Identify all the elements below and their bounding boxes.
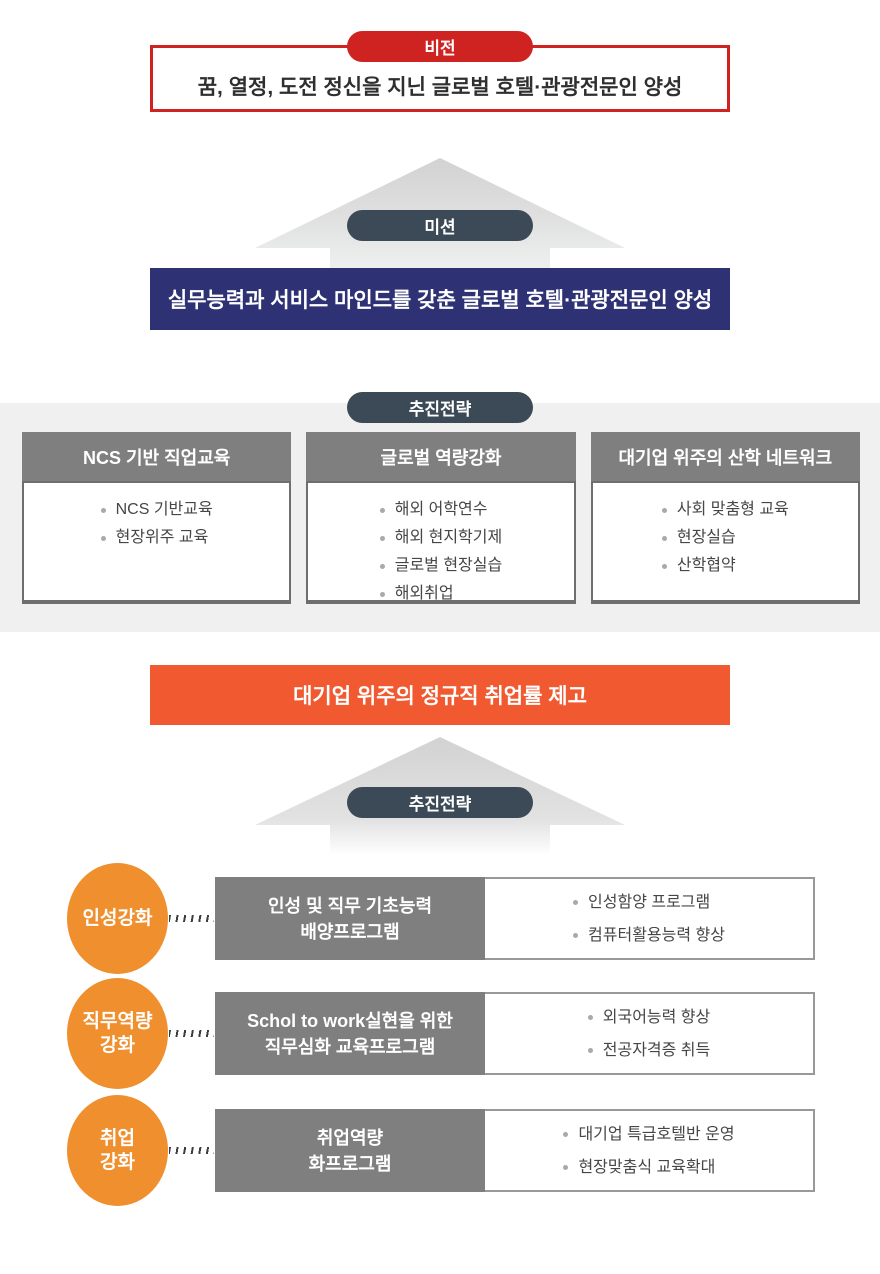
category-circle: 인성강화 <box>67 863 168 974</box>
bullet-item: 해외 현지학기제 <box>379 524 502 552</box>
bullet-item: 대기업 특급호텔반 운영 <box>563 1118 735 1151</box>
vision-badge: 비전 <box>347 31 533 62</box>
category-circle-label: 강화 <box>100 1151 135 1173</box>
program-title-line: 배양프로그램 <box>300 921 400 942</box>
dotted-connector-icon <box>169 1030 214 1037</box>
program-title-line: 취업역량 <box>316 1127 384 1148</box>
strategy-badge: 추진전략 <box>347 392 533 423</box>
dotted-connector-icon <box>169 1147 214 1154</box>
bullet-item: 해외취업 <box>379 580 503 608</box>
vision-text: 꿈, 열정, 도전 정신을 지닌 글로벌 호텔·관광전문인 양성 <box>197 75 683 99</box>
bullet-item: NCS 기반교육 <box>100 496 213 524</box>
strategy2-badge: 추진전략 <box>347 787 533 818</box>
bullet-item: 전공자격증 취득 <box>587 1034 710 1067</box>
bullet-item: 사회 맞춤형 교육 <box>661 496 789 524</box>
bullet-item: 해외 어학연수 <box>379 496 503 524</box>
bullet-item: 외국어능력 향상 <box>587 1001 710 1034</box>
bullet-item: 현장실습 <box>661 524 789 552</box>
category-circle-label: 취업 <box>100 1127 135 1149</box>
program-title-line: 화프로그램 <box>308 1153 392 1174</box>
mission-text: 실무능력과 서비스 마인드를 갖춘 글로벌 호텔·관광전문인 양성 <box>167 289 713 312</box>
category-circle-label: 직무역량 <box>82 1010 153 1032</box>
dotted-connector-icon <box>169 915 214 922</box>
program-title-line: 인성 및 직무 기초능력 <box>267 895 433 916</box>
bullet-item: 인성함양 프로그램 <box>573 886 725 919</box>
goal-text: 대기업 위주의 정규직 취업률 제고 <box>293 685 587 708</box>
bullet-item: 현장위주 교육 <box>100 524 213 552</box>
bullet-item: 컴퓨터활용능력 향상 <box>573 919 725 952</box>
strategy-column-title: NCS 기반 직업교육 <box>22 432 292 481</box>
goal-box: 대기업 위주의 정규직 취업률 제고 <box>150 665 730 725</box>
bullet-item: 산학협약 <box>661 552 789 580</box>
strategy-column-title: 대기업 위주의 산학 네트워크 <box>590 432 860 481</box>
mission-box: 실무능력과 서비스 마인드를 갖춘 글로벌 호텔·관광전문인 양성 <box>150 268 730 330</box>
program-title-line: Schol to work실현을 위한 <box>247 1010 453 1031</box>
category-circle-label: 인성강화 <box>82 907 153 929</box>
category-circle-label: 강화 <box>100 1034 135 1056</box>
bullet-item: 현장맞춤식 교육확대 <box>563 1151 734 1184</box>
mission-badge: 미션 <box>347 210 533 241</box>
program-title-line: 직무심화 교육프로그램 <box>264 1036 436 1057</box>
strategy-column-title: 글로벌 역량강화 <box>306 432 576 481</box>
bullet-item: 글로벌 현장실습 <box>379 552 502 580</box>
